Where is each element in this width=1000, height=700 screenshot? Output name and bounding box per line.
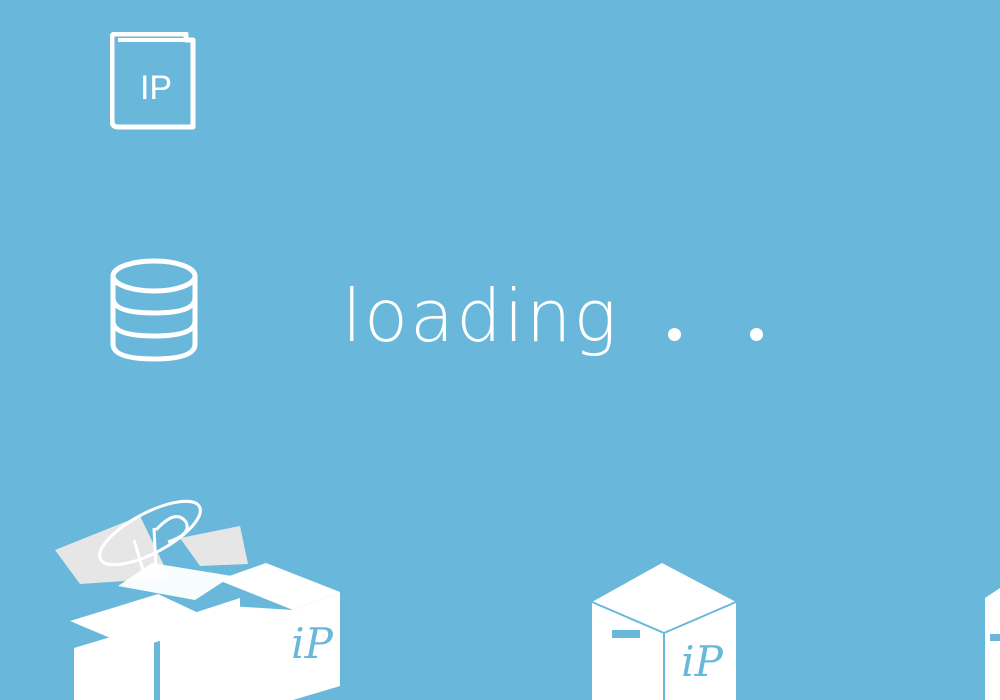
logo-mark-text: iP <box>291 619 333 668</box>
box-logo-text: iP <box>681 637 723 686</box>
open-box-illustration: iP <box>50 488 350 700</box>
loading-dot <box>667 328 681 341</box>
loading-label: loading <box>342 274 619 358</box>
box-illustration-partial <box>985 576 1000 700</box>
box-illustration: iP <box>590 560 738 700</box>
loading-dot <box>749 328 763 341</box>
loading-indicator: loading <box>342 266 772 366</box>
ip-icon-label: IP <box>140 69 172 107</box>
ip-document-icon: IP <box>109 31 198 132</box>
database-icon <box>108 256 200 364</box>
